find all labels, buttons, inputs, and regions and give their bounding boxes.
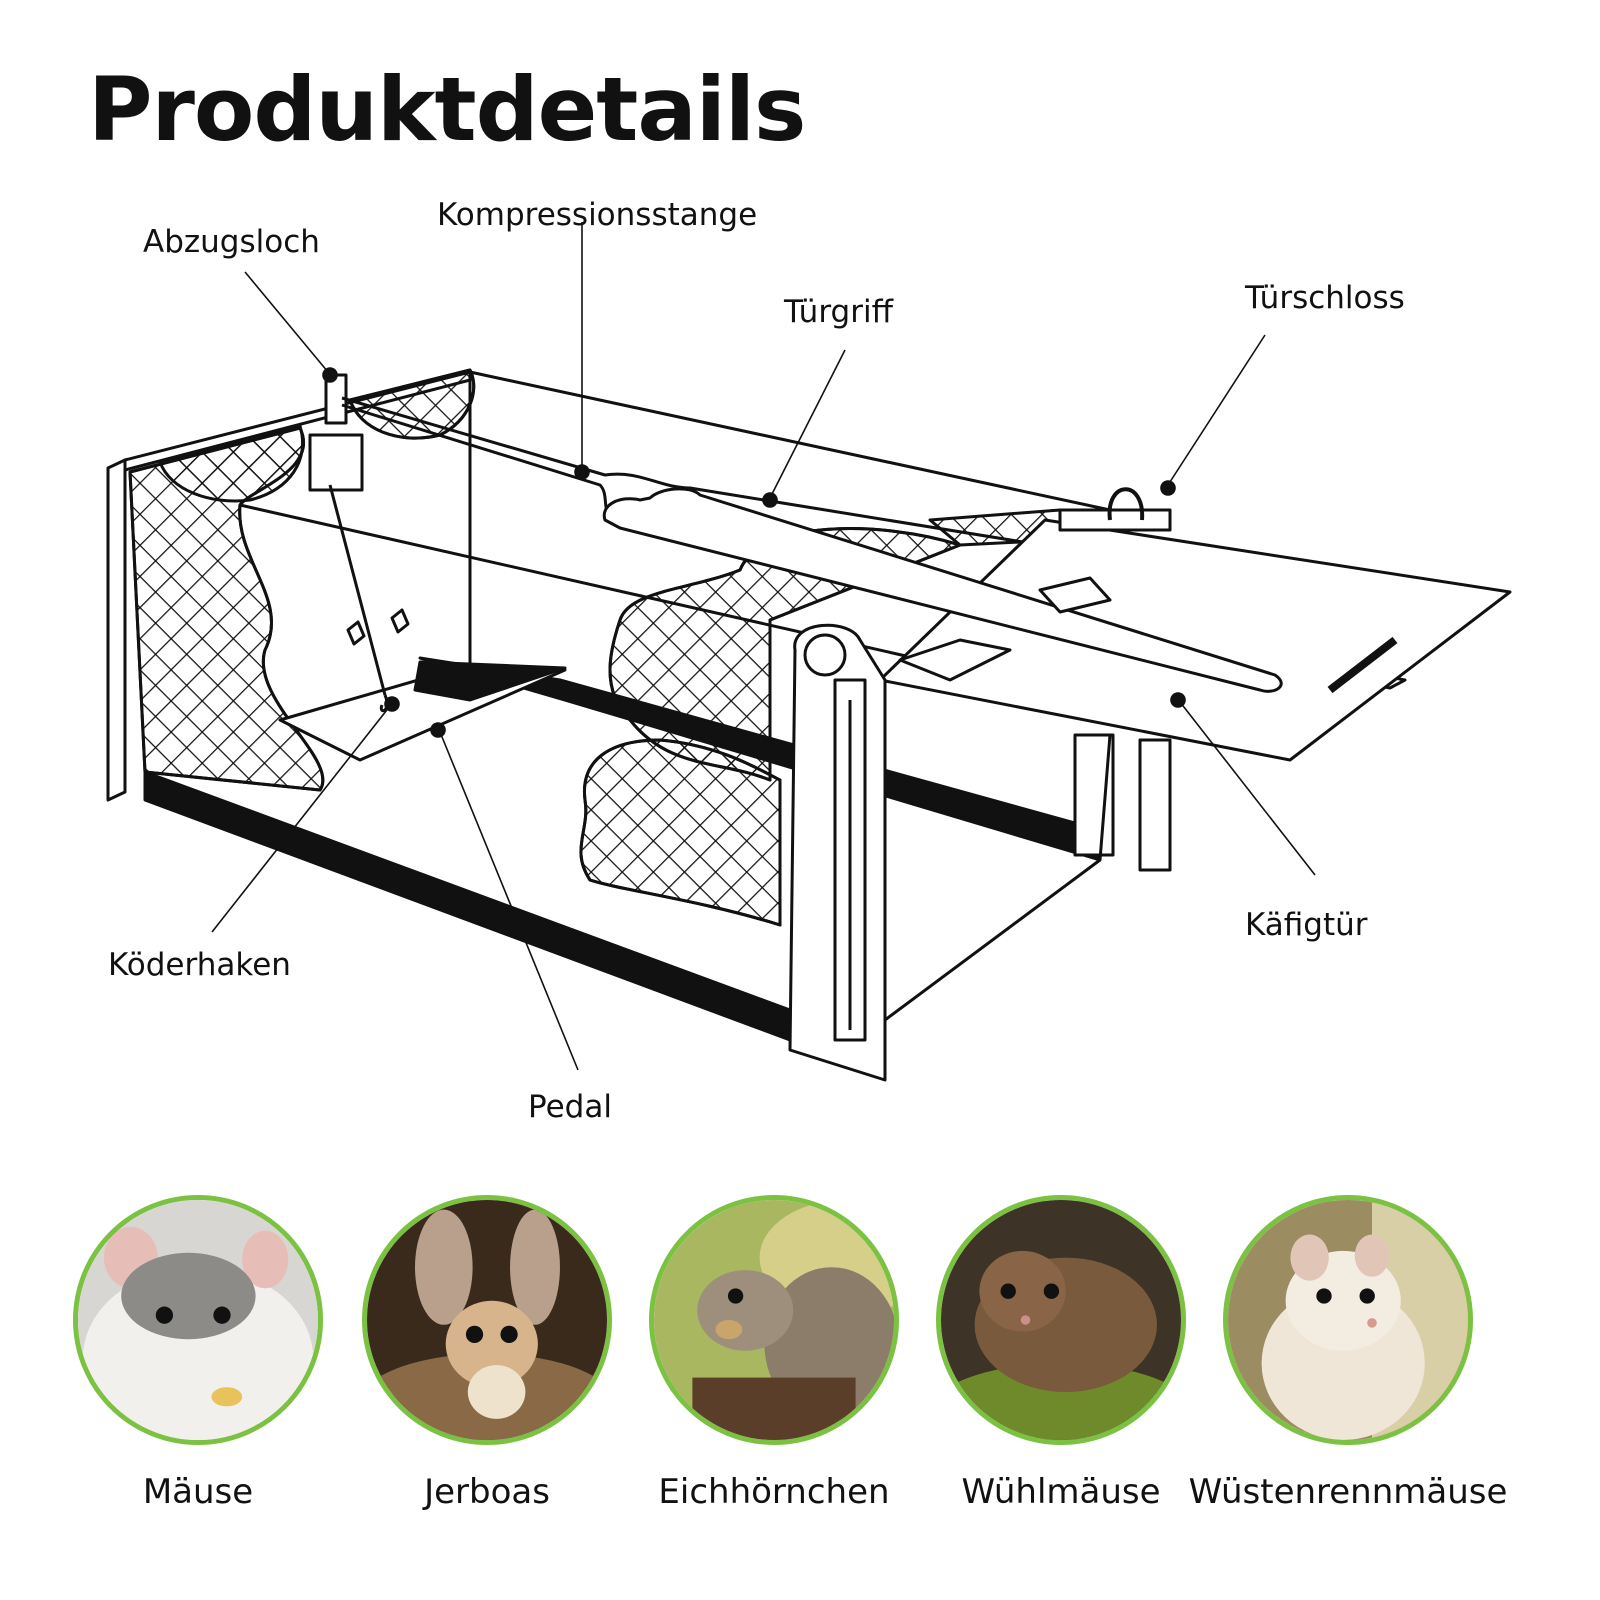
dot-abzugsloch — [322, 367, 338, 383]
white-rat-photo — [73, 1195, 323, 1445]
trigger-plate — [308, 433, 364, 492]
vole-photo — [936, 1195, 1186, 1445]
animal-card — [73, 1195, 323, 1445]
dot-koederhaken — [384, 696, 400, 712]
dot-tuergriff — [762, 492, 778, 508]
animal-label: Jerboas — [424, 1472, 550, 1512]
animal-label: Wühlmäuse — [961, 1472, 1161, 1512]
page-title: Produktdetails — [88, 58, 806, 161]
side-mesh-lower — [579, 738, 782, 927]
label-pedal: Pedal — [528, 1089, 612, 1125]
dot-kaefigtuer — [1170, 692, 1186, 708]
jerboa-photo — [362, 1195, 612, 1445]
animal-label: Mäuse — [142, 1472, 254, 1512]
dot-pedal — [430, 722, 446, 738]
animal-label: Wüstenrennmäuse — [1188, 1472, 1508, 1512]
door-frame — [788, 623, 887, 1082]
cage-door — [878, 518, 1512, 762]
callout-labels: Abzugsloch Kompressionsstange Türgriff T… — [108, 197, 1405, 1125]
animal-card — [936, 1195, 1186, 1445]
cage-drawing — [106, 368, 1512, 1082]
label-tuerschloss: Türschloss — [1244, 280, 1405, 316]
callouts — [211, 222, 1316, 1071]
label-kompressionsstange: Kompressionsstange — [437, 197, 757, 233]
animal-label: Eichhörnchen — [658, 1472, 890, 1512]
dot-tuerschloss — [1160, 480, 1176, 496]
label-koederhaken: Köderhaken — [108, 947, 291, 983]
animal-card — [362, 1195, 612, 1445]
label-kaefigtuer: Käfigtür — [1245, 907, 1368, 943]
door-lock-loop — [1107, 487, 1145, 521]
squirrel-photo — [649, 1195, 899, 1445]
front-frame — [106, 458, 127, 802]
dot-kompressionsstange — [574, 464, 590, 480]
gerbil-photo — [1223, 1195, 1473, 1445]
label-abzugsloch: Abzugsloch — [143, 224, 320, 260]
animal-card — [649, 1195, 899, 1445]
animal-card — [1223, 1195, 1473, 1445]
door-handle — [602, 487, 1283, 693]
label-tuergriff: Türgriff — [783, 294, 894, 330]
